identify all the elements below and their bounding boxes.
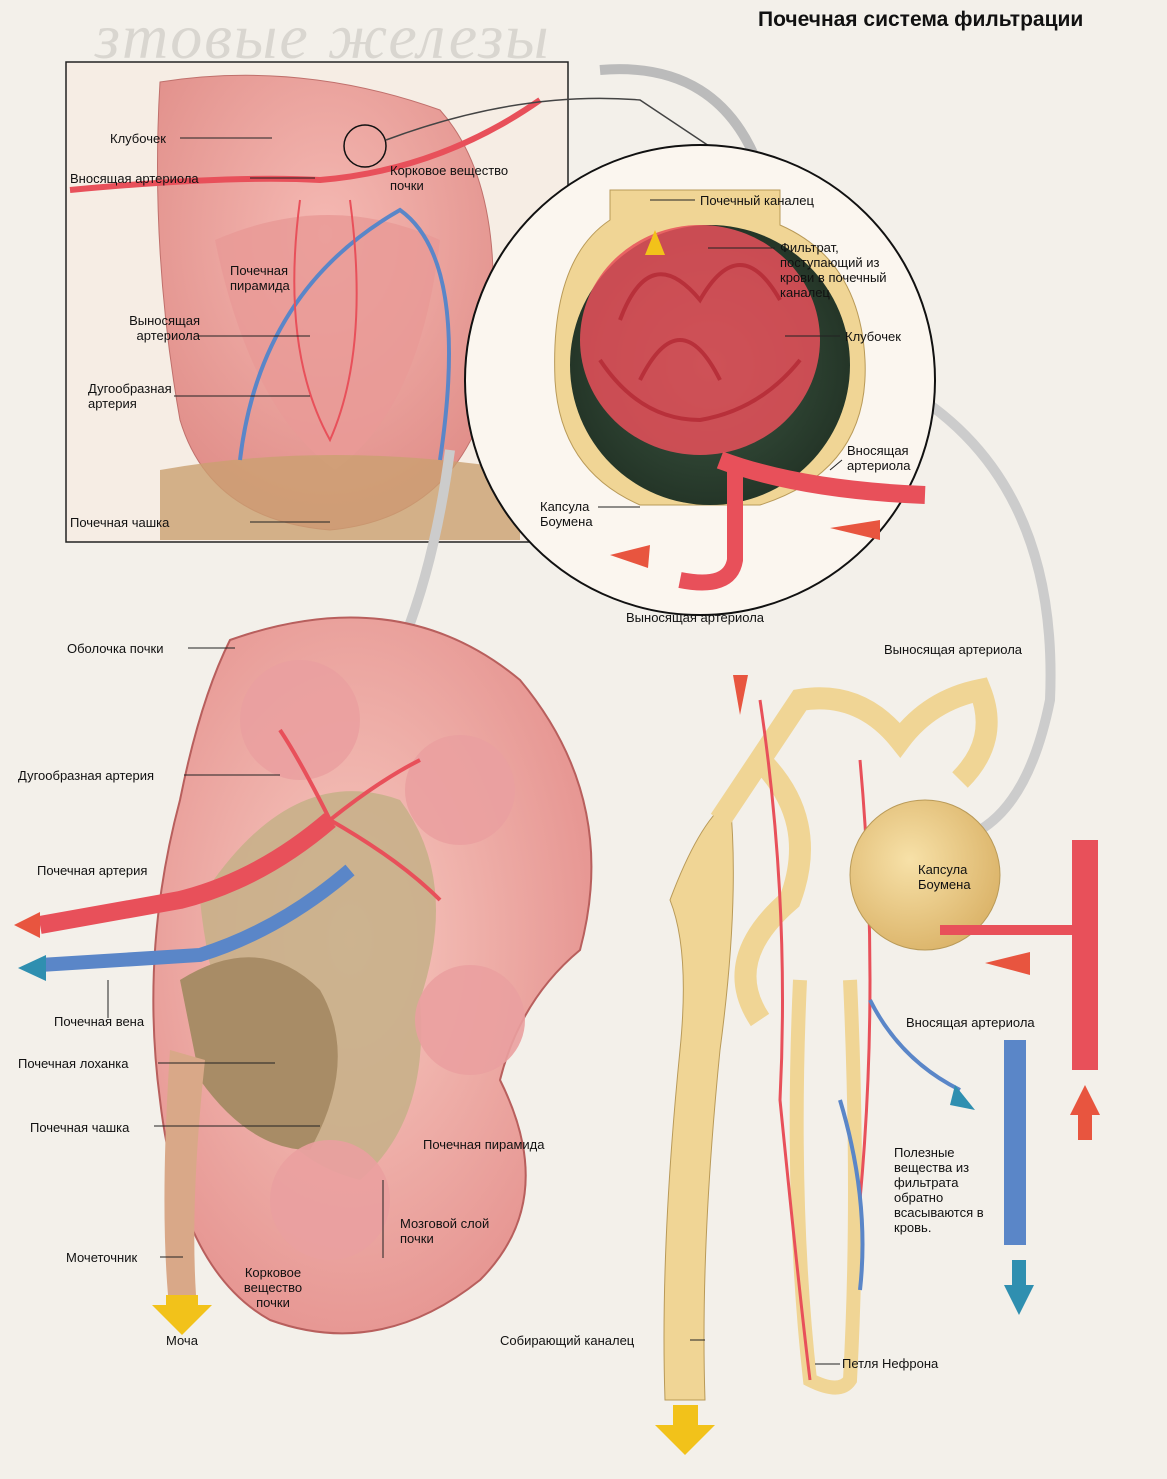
label-nephron-afferent: Вносящая артериола: [906, 1015, 1035, 1030]
renal-vein-outflow-arrow: [18, 955, 46, 981]
outflow-down-arrow: [1004, 1260, 1034, 1315]
label-circle-bowman: Капсула Боумена: [540, 499, 593, 529]
label-circle-efferent: Выносящая артериола: [626, 610, 765, 625]
efferent-down-arrow: [733, 675, 748, 715]
label-nephron-collecting: Собирающий каналец: [500, 1333, 635, 1348]
label-kidney-urine: Моча: [166, 1333, 198, 1348]
inflow-up-arrow: [1070, 1085, 1100, 1140]
label-nephron-bowman: Капсула Боумена: [918, 862, 971, 892]
inset-vessel-loop: [293, 199, 358, 443]
inset-vein: [238, 207, 451, 461]
leader-lines: [107, 137, 843, 1365]
vein-outflow-arrow: [950, 1085, 975, 1110]
label-inset-arcuate: Дугообразная артерия: [88, 381, 172, 411]
collecting-urine-arrow: [655, 1405, 715, 1455]
label-circle-glomerulus: Клубочек: [845, 329, 901, 344]
label-kidney-cortex: Корковое вещество почки: [243, 1265, 303, 1310]
bowman-capsule: [849, 799, 1001, 951]
curved-arrow-top: [599, 64, 765, 172]
whole-kidney: [14, 616, 593, 1335]
distal-tubule: [710, 677, 998, 827]
collecting-duct: [663, 799, 734, 1401]
label-kidney-medulla: Мозговой слой почки: [400, 1216, 490, 1246]
renal-artery-inflow-arrow: [14, 912, 40, 938]
label-kidney-capsule: Оболочка почки: [67, 641, 164, 656]
renal-artery: [38, 813, 336, 934]
curved-arrow-right: [887, 375, 1056, 835]
kidney-pelvis: [180, 957, 338, 1150]
label-circle-filtrate: Фильтрат, поступающий из крови в почечны…: [780, 240, 887, 300]
zoom-connector: [385, 97, 761, 181]
afferent-arteriole: [716, 451, 926, 504]
afferent-inflow-arrow: [985, 952, 1030, 975]
inset-calyx: [160, 455, 520, 540]
label-circle-afferent: Вносящая артериола: [847, 443, 911, 473]
label-inset-cortex: Корковое вещество почки: [390, 163, 509, 193]
label-inset-glomerulus: Клубочек: [110, 131, 166, 146]
nephron: [655, 675, 1100, 1455]
renal-vein: [39, 864, 355, 972]
label-kidney-pelvis: Почечная лоханка: [18, 1056, 129, 1071]
label-nephron-efferent: Выносящая артериола: [884, 642, 1023, 657]
label-circle-tubule: Почечный каналец: [700, 193, 814, 208]
pyramid-3: [415, 965, 525, 1075]
loop-of-henle: [789, 979, 862, 1395]
label-nephron-reabsorption: Полезные вещества из фильтрата обратно в…: [894, 1145, 984, 1235]
label-inset-calyx: Почечная чашка: [70, 515, 170, 530]
background-watermark-word: зтовые железы: [95, 1, 551, 72]
glomerulus-magnified: [464, 144, 936, 616]
label-kidney-renal-artery: Почечная артерия: [37, 863, 148, 878]
label-kidney-pyramid: Почечная пирамида: [423, 1137, 545, 1152]
label-nephron-loop: Петля Нефрона: [842, 1356, 939, 1371]
afferent-flow-arrow: [830, 520, 880, 540]
label-inset-pyramid: Почечная пирамида: [230, 263, 290, 293]
ureter: [164, 1050, 205, 1295]
label-kidney-arcuate: Дугообразная артерия: [18, 768, 155, 783]
pyramid-4: [270, 1140, 390, 1260]
capillary-loops: [598, 263, 802, 423]
proximal-tubule: [734, 752, 811, 1027]
label-kidney-calyx: Почечная чашка: [30, 1120, 130, 1135]
pyramid-1: [240, 660, 360, 780]
venous-network: [838, 999, 961, 1291]
efferent-flow-arrow: [610, 545, 650, 568]
label-kidney-renal-vein: Почечная вена: [54, 1014, 145, 1029]
arcuate-branches: [278, 728, 442, 902]
inset-pyramid: [215, 215, 440, 470]
inset-glomerulus-focus: [343, 124, 387, 168]
urine-arrow: [152, 1295, 212, 1335]
label-inset-efferent: Выносящая артериола: [129, 313, 200, 343]
label-inset-afferent: Вносящая артериола: [70, 171, 199, 186]
label-kidney-ureter: Мочеточник: [66, 1250, 138, 1265]
filtrate-arrow: [645, 230, 665, 255]
inset-artery: [69, 97, 542, 193]
page-title: Почечная система фильтрации: [758, 8, 1084, 31]
peritubular-capillaries: [758, 699, 872, 1381]
efferent-arteriole: [678, 470, 743, 591]
pyramid-2: [405, 735, 515, 845]
